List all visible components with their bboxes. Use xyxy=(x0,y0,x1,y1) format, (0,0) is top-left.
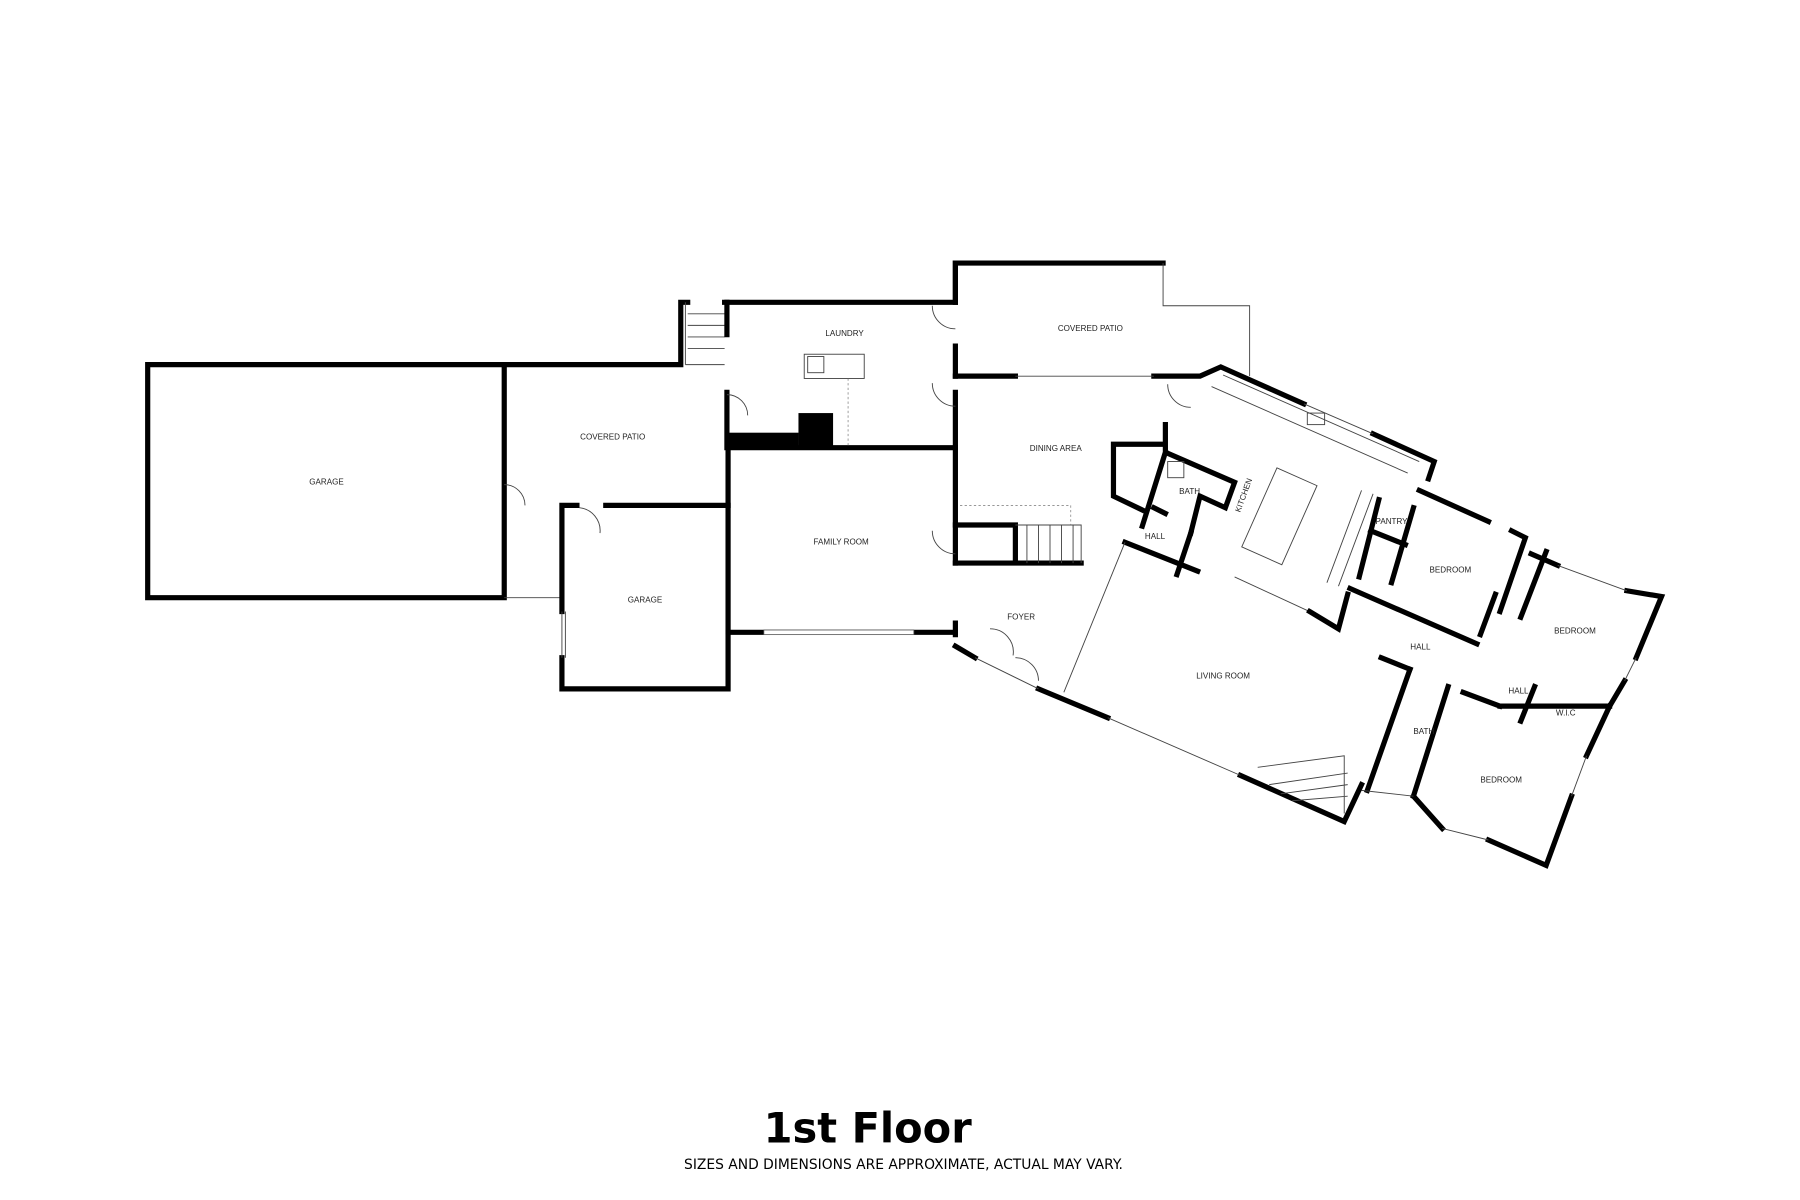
kitchen-lower-wall xyxy=(1306,591,1351,633)
stairs-rear xyxy=(687,313,725,349)
closet-walls xyxy=(1110,441,1166,514)
label-covered-patio-left: COVERED PATIO xyxy=(580,433,645,442)
stair-rail xyxy=(959,505,1072,525)
label-bedroom-1: BEDROOM xyxy=(1430,565,1472,574)
chimney-block xyxy=(724,432,799,448)
bedroom2-window xyxy=(1557,564,1637,681)
room-labels: GARAGE COVERED PATIO GARAGE LAUNDRY FAMI… xyxy=(309,324,1596,784)
label-pantry: PANTRY xyxy=(1376,517,1409,526)
door-arcs xyxy=(504,305,1191,681)
kitchen-sink xyxy=(1306,412,1326,426)
living-bottom-wall xyxy=(951,642,1365,825)
pantry-walls xyxy=(1356,496,1417,586)
garage-small-walls xyxy=(559,502,731,692)
garage-small-side-window xyxy=(561,611,566,658)
kitchen-side-counter xyxy=(1326,490,1374,587)
chimney-block-upper xyxy=(798,413,834,448)
stair-box xyxy=(952,522,1084,566)
bath-sink xyxy=(1167,461,1185,479)
patio-bottom-wall xyxy=(952,364,1438,483)
disclaimer: SIZES AND DIMENSIONS ARE APPROXIMATE, AC… xyxy=(684,1157,1123,1173)
floor-title: 1st Floor xyxy=(764,1103,973,1152)
living-windows xyxy=(974,657,1414,797)
kitchen-counter xyxy=(1211,374,1420,474)
walls xyxy=(145,260,1666,869)
label-covered-patio-top: COVERED PATIO xyxy=(1058,324,1123,333)
label-dining-area: DINING AREA xyxy=(1030,444,1083,453)
label-wic: W.I.C xyxy=(1556,708,1576,717)
label-family-room: FAMILY ROOM xyxy=(814,538,870,547)
label-garage-small: GARAGE xyxy=(628,595,663,604)
label-bedroom-2: BEDROOM xyxy=(1554,626,1596,635)
bedroom3-walls xyxy=(1409,688,1614,869)
label-hall-3: HALL xyxy=(1508,686,1529,695)
kitchen-glass xyxy=(1234,576,1310,612)
patio-outline xyxy=(504,263,1251,599)
bedroom1-walls xyxy=(1346,486,1529,648)
label-hall-1: HALL xyxy=(1145,532,1166,541)
bedroom2-walls xyxy=(1517,548,1666,710)
stair-treads xyxy=(1015,524,1082,564)
bath2-walls xyxy=(1363,665,1452,800)
living-glass-partition xyxy=(1063,542,1126,693)
label-laundry: LAUNDRY xyxy=(825,329,864,338)
living-stairs xyxy=(1257,755,1348,814)
laundry-sink xyxy=(807,356,825,374)
label-bath-1: BATH xyxy=(1179,487,1200,496)
bath-walls xyxy=(1139,422,1238,537)
hall-south-wall xyxy=(1377,654,1613,725)
label-bedroom-3: BEDROOM xyxy=(1480,775,1522,784)
kitchen-island xyxy=(1241,467,1318,566)
laundry-counter xyxy=(803,353,865,379)
label-living-room: LIVING ROOM xyxy=(1196,671,1250,680)
north-wall xyxy=(501,260,1166,368)
label-bath-2: BATH xyxy=(1413,727,1434,736)
patio-door xyxy=(1015,375,1374,435)
label-hall-2: HALL xyxy=(1410,643,1431,652)
hall-walls xyxy=(1121,529,1202,578)
family-window xyxy=(763,629,915,636)
label-garage-large: GARAGE xyxy=(309,478,344,487)
bedroom3-window xyxy=(1442,755,1587,841)
laundry-walls xyxy=(724,299,958,451)
label-foyer: FOYER xyxy=(1007,613,1035,622)
